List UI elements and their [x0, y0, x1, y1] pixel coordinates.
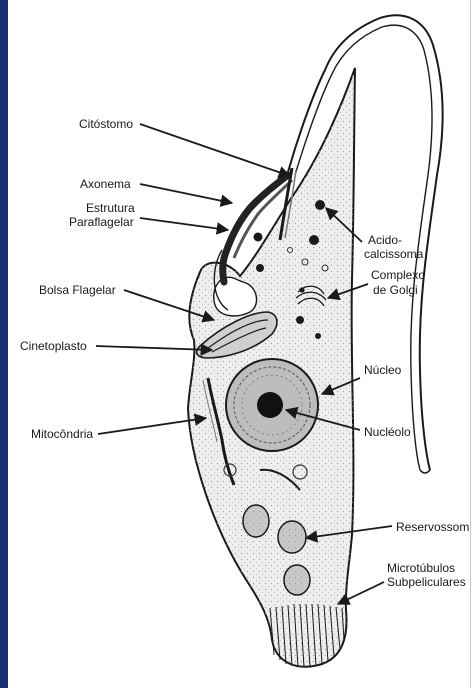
- label-bolsa-flagelar: Bolsa Flagelar: [39, 283, 116, 297]
- label-acido-2: calcissoma: [364, 247, 424, 261]
- acidocalcisome: [256, 264, 264, 272]
- label-reservossomo: Reservossom: [396, 520, 469, 534]
- label-microtubulos-2: Subpeliculares: [387, 575, 466, 589]
- label-acido-1: Acido-: [368, 233, 402, 247]
- label-cinetoplasto: Cinetoplasto: [20, 339, 87, 353]
- vacuole: [315, 333, 321, 339]
- label-citostomo: Citóstomo: [79, 117, 133, 131]
- label-axonema: Axonema: [80, 177, 131, 191]
- acidocalcisome: [309, 235, 319, 245]
- label-mitocondria: Mitocôndria: [31, 427, 93, 441]
- label-golgi-1: Complexo: [371, 268, 425, 282]
- acidocalcisome: [315, 200, 325, 210]
- label-microtubulos-1: Microtúbulos: [387, 561, 455, 575]
- leader-estrutura: [140, 218, 228, 230]
- vacuole: [296, 316, 304, 324]
- flagellum-tip: [420, 470, 430, 473]
- label-estrutura-2: Paraflagelar: [69, 215, 134, 229]
- nucleolus: [257, 392, 283, 418]
- leader-citostomo: [140, 124, 290, 176]
- label-estrutura-1: Estrutura: [86, 201, 135, 215]
- label-golgi-2: de Golgi: [373, 283, 418, 297]
- leader-axonema: [140, 184, 232, 203]
- label-nucleolo: Nucléolo: [364, 425, 411, 439]
- acidocalcisome: [254, 233, 263, 242]
- label-nucleo: Núcleo: [364, 363, 402, 377]
